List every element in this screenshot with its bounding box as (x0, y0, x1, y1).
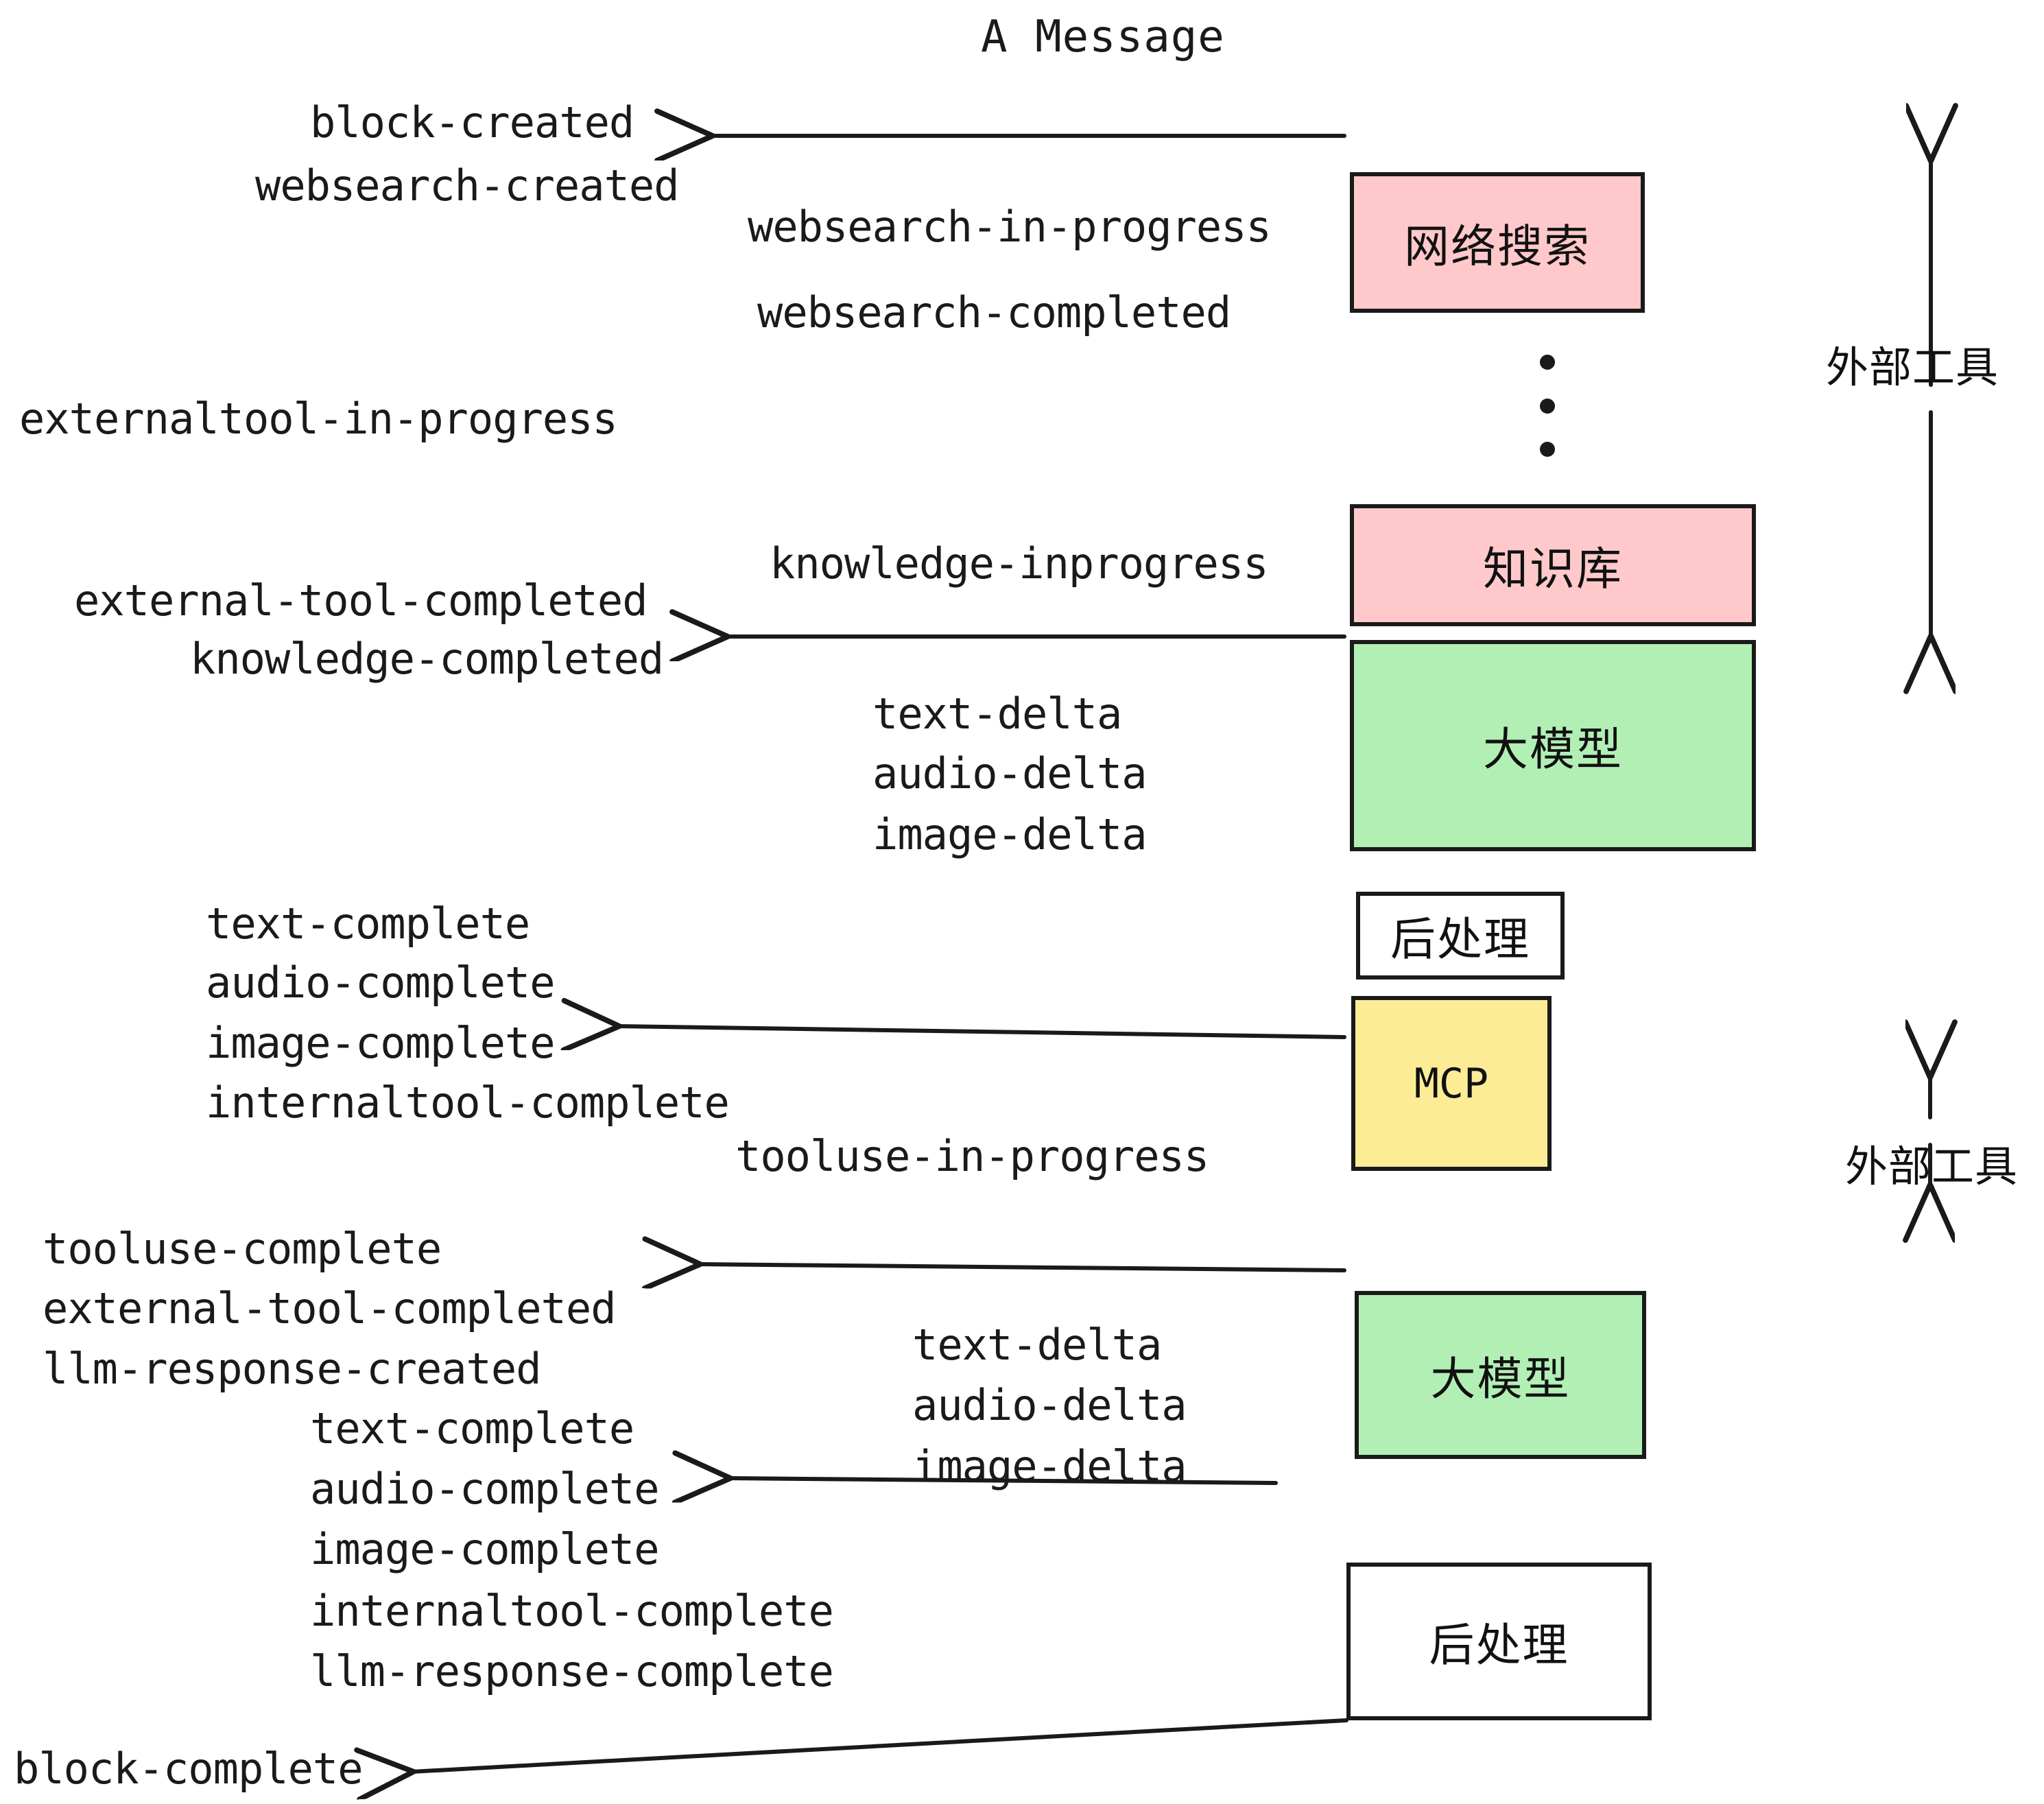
event-label-internaltool-complete-2: internaltool-complete (310, 1586, 834, 1636)
arrow-block-complete (412, 1718, 1348, 1772)
event-label-text-complete-1: text-complete (206, 899, 530, 949)
event-label-block-created: block-created (310, 97, 634, 147)
event-label-audio-complete-1: audio-complete (206, 958, 556, 1008)
event-label-audio-delta-2: audio-delta (912, 1380, 1187, 1430)
event-label-image-delta-2: image-delta (912, 1441, 1187, 1491)
node-label: 知识库 (1483, 543, 1623, 595)
event-label-websearch-in-progress: websearch-in-progress (748, 202, 1272, 252)
event-label-websearch-created: websearch-created (255, 161, 680, 211)
event-label-external-tool-completed-2: external-tool-completed (43, 1283, 617, 1333)
node-postprocess-top: 后处理 (1356, 892, 1565, 980)
event-label-llm-response-complete: llm-response-complete (310, 1646, 834, 1696)
node-label: 后处理 (1429, 1619, 1569, 1672)
diagram-title: A Message (981, 12, 1225, 62)
event-label-tooluse-complete: tooluse-complete (43, 1224, 442, 1274)
event-label-block-complete: block-complete (14, 1744, 364, 1794)
event-label-audio-complete-2: audio-complete (310, 1464, 660, 1514)
node-llm-top: 大模型 (1350, 640, 1756, 851)
event-label-externaltool-in-progress: externaltool-in-progress (19, 394, 618, 444)
node-label: 网络搜索 (1404, 219, 1591, 273)
ellipsis-dot-2 (1540, 399, 1555, 414)
event-label-knowledge-completed: knowledge-completed (190, 634, 664, 684)
event-label-llm-response-created: llm-response-created (43, 1344, 542, 1394)
node-knowledge: 知识库 (1350, 504, 1756, 626)
event-label-image-delta-1: image-delta (872, 809, 1148, 859)
node-label: 大模型 (1430, 1352, 1571, 1405)
node-mcp: MCP (1351, 996, 1552, 1171)
event-label-knowledge-inprogress: knowledge-inprogress (770, 538, 1269, 589)
event-label-image-complete-2: image-complete (310, 1524, 660, 1574)
event-label-audio-delta-1: audio-delta (872, 748, 1148, 798)
event-label-websearch-completed: websearch-completed (757, 287, 1231, 337)
event-label-tooluse-in-progress: tooluse-in-progress (735, 1131, 1209, 1181)
node-llm-bottom: 大模型 (1355, 1291, 1646, 1459)
side-label-external-tool-top: 外部工具 (1826, 342, 1999, 392)
side-label-external-tool-bottom: 外部工具 (1845, 1141, 2019, 1191)
event-label-text-delta-1: text-delta (872, 689, 1122, 739)
node-postprocess-bottom: 后处理 (1346, 1563, 1652, 1720)
event-label-image-complete-1: image-complete (206, 1018, 556, 1068)
event-label-internaltool-complete-1: internaltool-complete (206, 1078, 730, 1128)
ellipsis-dot-1 (1540, 355, 1555, 370)
node-label: MCP (1414, 1059, 1489, 1108)
arrow-image-complete (617, 1026, 1346, 1037)
event-label-external-tool-completed-1: external-tool-completed (74, 575, 648, 626)
node-label: 大模型 (1483, 723, 1623, 776)
node-label: 后处理 (1390, 913, 1530, 966)
arrow-tooluse (698, 1264, 1346, 1270)
event-label-text-delta-2: text-delta (912, 1320, 1162, 1370)
ellipsis-dot-3 (1540, 442, 1555, 457)
event-label-text-complete-2: text-complete (310, 1403, 634, 1453)
node-websearch: 网络搜索 (1350, 172, 1645, 313)
